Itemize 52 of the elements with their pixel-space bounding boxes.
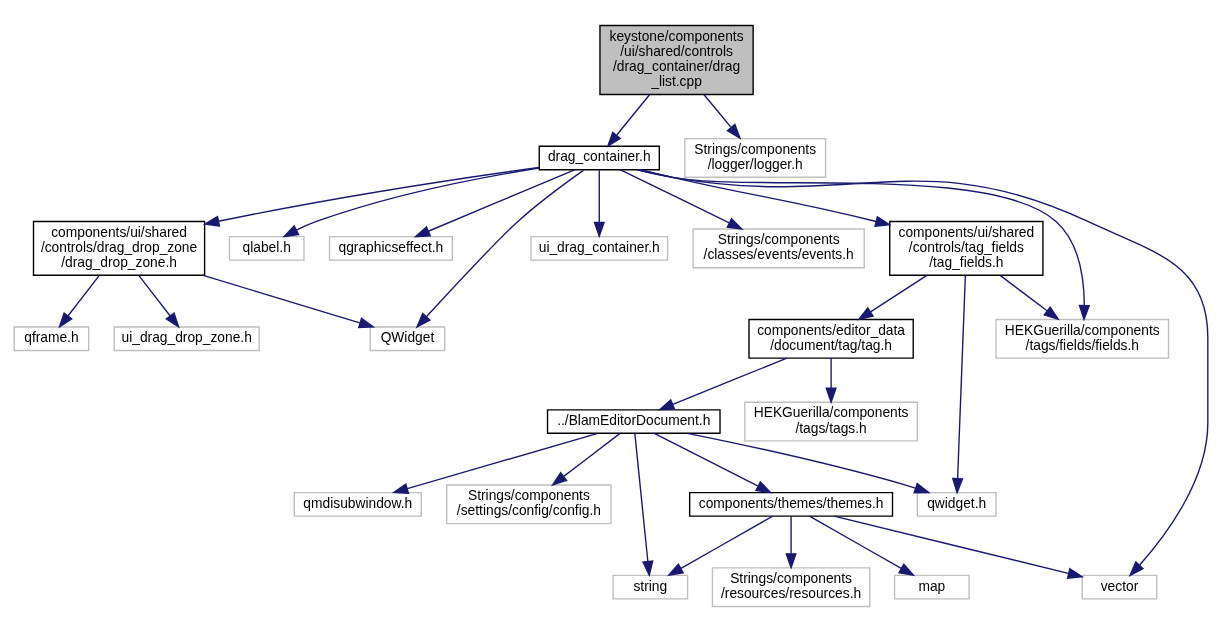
arrow xyxy=(639,169,892,227)
node-box: qwidget.h xyxy=(916,491,997,517)
arrow xyxy=(415,169,585,329)
node-box: qgraphicseffect.h xyxy=(328,235,453,261)
node-box: Strings/components /classes/events/events.h xyxy=(692,228,865,269)
node-box: ui_drag_container.h xyxy=(530,235,669,261)
arrow xyxy=(593,169,606,239)
arrow xyxy=(606,94,651,148)
node-box: components/ui/shared /controls/drag_drop_zone /drag_drop_zone.h xyxy=(32,220,206,276)
arrow xyxy=(282,167,540,238)
node-box: drag_container.h xyxy=(538,145,660,171)
arrow xyxy=(637,169,1091,322)
node-box: qframe.h xyxy=(13,326,90,352)
node-box: HEKGuerilla/components /tags/tags.h xyxy=(744,401,919,442)
node-box: components/themes/themes.h xyxy=(688,491,894,517)
node-box: Strings/components /settings/config/config.h xyxy=(446,484,612,525)
arrow xyxy=(58,274,100,329)
arrow xyxy=(202,166,540,227)
node-box: qlabel.h xyxy=(228,235,305,261)
arrow xyxy=(951,274,967,495)
arrow xyxy=(703,94,742,140)
arrow xyxy=(857,274,928,321)
arrow xyxy=(550,432,621,487)
arrow xyxy=(686,432,931,494)
node-box: components/editor_data /document/tag/tag.h xyxy=(748,318,914,359)
node-box: qmdisubwindow.h xyxy=(293,491,422,517)
arrow xyxy=(138,274,180,329)
arrow xyxy=(825,357,837,405)
arrow xyxy=(657,357,788,411)
node-box: Strings/components /logger/logger.h xyxy=(684,138,827,178)
node-box: ui_drag_drop_zone.h xyxy=(113,326,260,352)
node-box: keystone/components /ui/shared/controls /drag_container/drag _list.cpp xyxy=(599,24,754,96)
node-box: ../BlamEditorDocument.h xyxy=(546,409,721,434)
arrow xyxy=(653,432,773,494)
arrow xyxy=(833,515,1085,579)
arrow xyxy=(999,274,1060,321)
node-box: components/ui/shared /controls/tag_fields /tag_fields.h xyxy=(889,220,1044,276)
node-box: Strings/components /resources/resources.h xyxy=(711,567,871,608)
node-box: HEKGuerilla/components /tags/fields/fields.h xyxy=(995,318,1170,359)
arrow xyxy=(666,515,774,577)
node-box: vector xyxy=(1081,574,1158,600)
arrow xyxy=(808,515,916,577)
arrow xyxy=(391,432,599,495)
arrow xyxy=(636,169,1209,577)
node-box: QWidget xyxy=(369,326,446,352)
arrow xyxy=(619,169,744,230)
node-box: map xyxy=(893,574,970,600)
arrow xyxy=(413,169,576,238)
arrow xyxy=(785,515,797,570)
arrow xyxy=(202,274,376,329)
node-box: string xyxy=(612,574,689,600)
arrow xyxy=(634,432,654,578)
